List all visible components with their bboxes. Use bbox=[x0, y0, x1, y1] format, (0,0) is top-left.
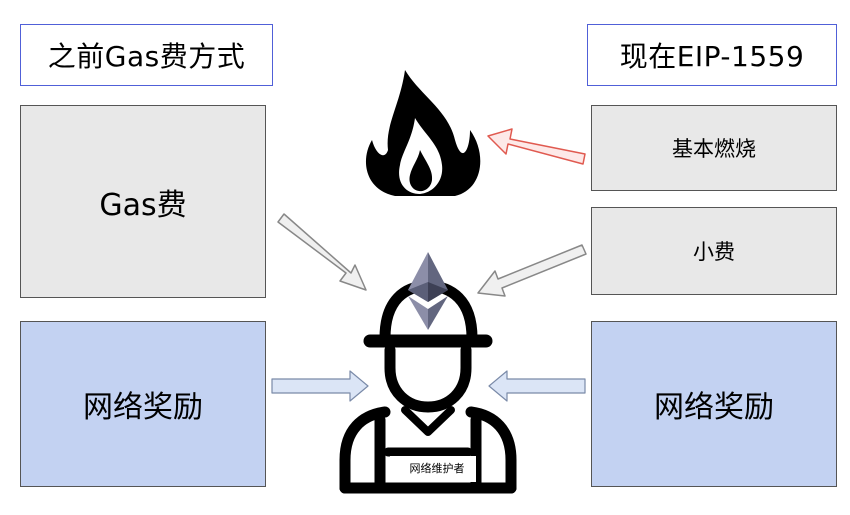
right-network-reward-label: 网络奖励 bbox=[654, 390, 774, 425]
left-heading: 之前Gas费方式 bbox=[20, 24, 273, 86]
left-reward-arrow bbox=[271, 370, 369, 402]
left-heading-text: 之前Gas费方式 bbox=[47, 40, 246, 73]
left-network-reward-box: 网络奖励 bbox=[20, 321, 266, 487]
fire-icon bbox=[365, 70, 481, 196]
ethereum-icon bbox=[408, 252, 448, 330]
right-heading-text: 现在EIP-1559 bbox=[619, 40, 805, 73]
miner-worker-icon bbox=[339, 280, 517, 494]
gas-fee-label: Gas费 bbox=[99, 187, 187, 223]
base-burn-box: 基本燃烧 bbox=[591, 105, 837, 191]
right-heading: 现在EIP-1559 bbox=[587, 24, 837, 86]
tip-label: 小费 bbox=[693, 240, 735, 264]
network-maintainer-label: 网络维护者 bbox=[409, 462, 465, 475]
worker-bib bbox=[390, 456, 476, 482]
tip-arrow bbox=[477, 244, 587, 297]
right-reward-arrow bbox=[488, 370, 586, 402]
right-network-reward-box: 网络奖励 bbox=[591, 321, 837, 487]
burn-arrow bbox=[487, 128, 586, 165]
base-burn-label: 基本燃烧 bbox=[672, 137, 756, 161]
tip-box: 小费 bbox=[591, 207, 837, 295]
left-network-reward-label: 网络奖励 bbox=[83, 390, 203, 425]
gas-fee-arrow bbox=[277, 213, 367, 291]
gas-fee-box: Gas费 bbox=[20, 105, 266, 298]
